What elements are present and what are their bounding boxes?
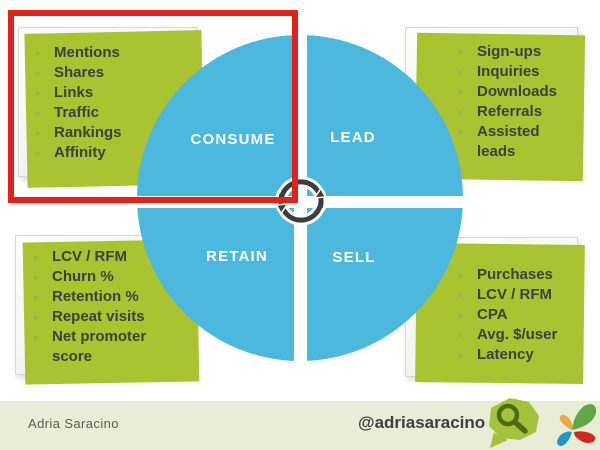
consume-metric-list: Mentions Shares Links Traffic Rankings A… (19, 28, 196, 163)
metric-item: Purchases (456, 265, 571, 285)
metric-item: Affinity (33, 143, 188, 163)
metric-item: Traffic (33, 103, 188, 123)
sell-metric-list: Purchases LCV / RFM CPA Avg. $/user Late… (406, 238, 577, 365)
metric-item: Referrals (456, 102, 571, 122)
metric-item: Churn % (31, 267, 184, 287)
metric-item: Retention % (31, 287, 184, 307)
metric-item: Rankings (33, 123, 188, 143)
lead-metric-list: Sign-ups Inquiries Downloads Referrals A… (406, 28, 577, 162)
quadrant-label-sell: SELL (332, 249, 376, 266)
quadrant-label-lead: LEAD (330, 129, 376, 146)
lead-metrics-box: Sign-ups Inquiries Downloads Referrals A… (405, 27, 578, 172)
metric-item: Net promoter score (31, 327, 184, 367)
metric-item: Assisted leads (456, 122, 571, 162)
metric-item: Latency (456, 345, 571, 365)
annotation-rectangle (8, 10, 298, 203)
metric-item: LCV / RFM (31, 247, 184, 267)
metric-item: Downloads (456, 82, 571, 102)
retain-metric-list: LCV / RFM Churn % Retention % Repeat vis… (16, 236, 192, 367)
metric-item: Sign-ups (456, 42, 571, 62)
footer-twitter-handle: @adriasaracino (358, 413, 486, 432)
metric-item: Links (33, 83, 188, 103)
footer-author: Adria Saracino (28, 416, 119, 431)
quadrant-label-consume: CONSUME (190, 131, 276, 148)
metric-item: Inquiries (456, 62, 571, 82)
metric-item: Mentions (33, 43, 188, 63)
pinwheel-petals-logo (557, 404, 597, 446)
metric-item: Shares (33, 63, 188, 83)
quadrant-label-retain: RETAIN (206, 248, 268, 265)
metric-item: Repeat visits (31, 307, 184, 327)
metric-item: LCV / RFM (456, 285, 571, 305)
metric-item: CPA (456, 305, 571, 325)
search-speech-bubble-logo (489, 398, 539, 448)
metric-item: Avg. $/user (456, 325, 571, 345)
